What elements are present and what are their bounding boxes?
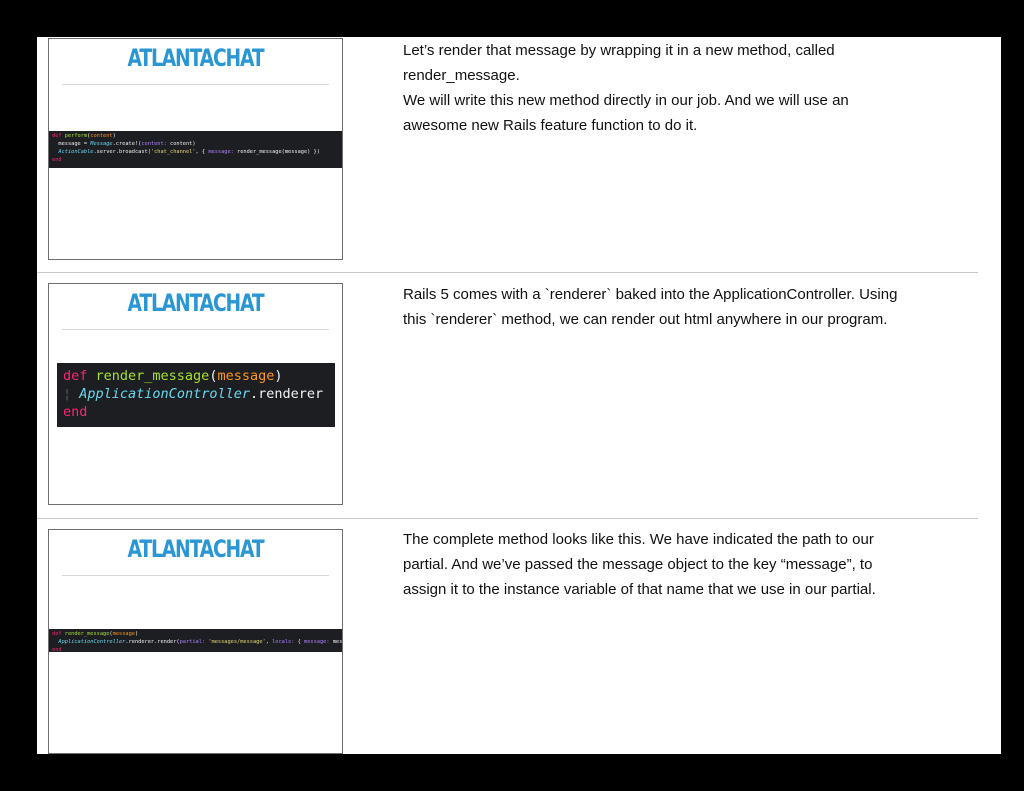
slide-title-rule (62, 329, 329, 330)
presenter-note: The complete method looks like this. We … (403, 527, 963, 602)
note-line: The complete method looks like this. We … (403, 531, 874, 548)
slide-title: ATLANTACHAT (127, 44, 264, 72)
notes-page: ATLANTACHAT def perform(content) message… (37, 37, 1001, 754)
presenter-note: Rails 5 comes with a `renderer` baked in… (403, 282, 963, 332)
slide-title: ATLANTACHAT (127, 535, 264, 563)
slide-row-3: ATLANTACHAT def render_message(message) … (37, 518, 1001, 754)
row-divider (37, 518, 978, 519)
slide-title-rule (62, 84, 329, 85)
slide-row-1: ATLANTACHAT def perform(content) message… (37, 37, 1001, 272)
presenter-note: Let’s render that message by wrapping it… (403, 38, 963, 138)
slide-thumbnail-2: ATLANTACHAT def render_message(message) … (48, 283, 343, 505)
slide-row-2: ATLANTACHAT def render_message(message) … (37, 272, 1001, 518)
note-line: Rails 5 comes with a `renderer` baked in… (403, 286, 898, 303)
note-line: We will write this new method directly i… (403, 92, 849, 109)
code-block: def render_message(message) ¦ Applicatio… (57, 363, 335, 427)
note-line: Let’s render that message by wrapping it… (403, 42, 835, 59)
slide-title-rule (62, 575, 329, 576)
code-block: def render_message(message) ApplicationC… (49, 629, 342, 653)
note-line: this `renderer` method, we can render ou… (403, 311, 888, 328)
note-line: assign it to the instance variable of th… (403, 581, 876, 598)
slide-title: ATLANTACHAT (127, 289, 264, 317)
note-line: render_message. (403, 67, 520, 84)
note-line: awesome new Rails feature function to do… (403, 117, 698, 134)
slide-thumbnail-1: ATLANTACHAT def perform(content) message… (48, 38, 343, 260)
row-divider (37, 272, 978, 273)
slide-thumbnail-3: ATLANTACHAT def render_message(message) … (48, 529, 343, 754)
code-block: def perform(content) message = Message.c… (49, 131, 342, 168)
note-line: partial. And we’ve passed the message ob… (403, 556, 873, 573)
